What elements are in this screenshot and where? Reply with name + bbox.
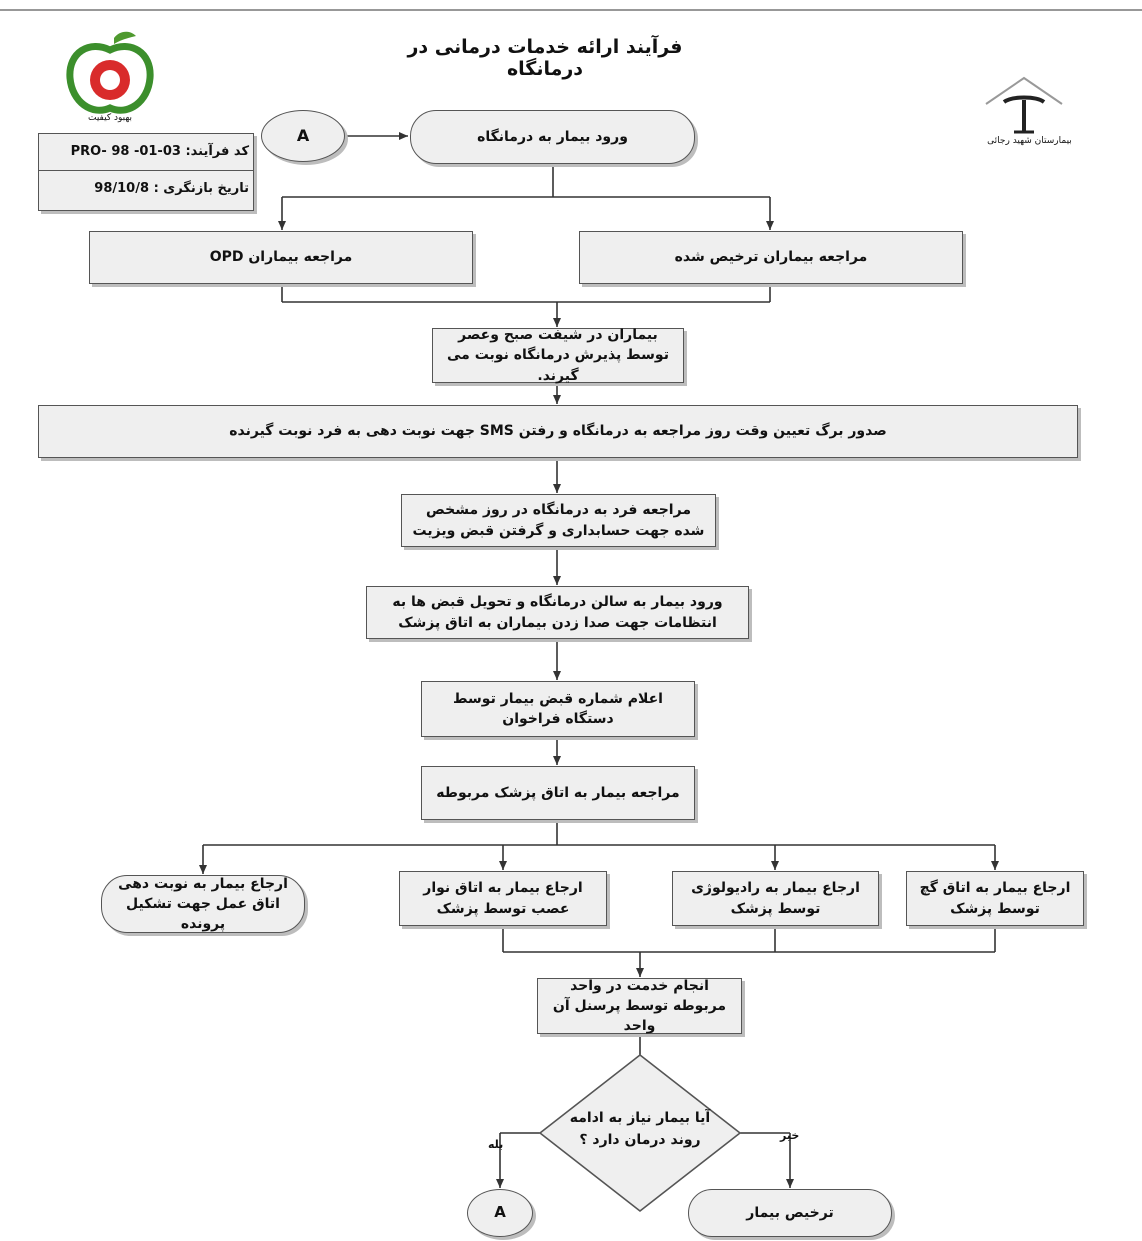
process-code-row: کد فرآیند: PRO- 98 -01-03 <box>71 144 249 159</box>
review-date-row: تاریخ بازنگری : 98/10/8 <box>94 181 249 196</box>
process-meta-table: کد فرآیند: PRO- 98 -01-03 تاریخ بازنگری … <box>38 133 254 211</box>
node-visit-day: مراجعه فرد به درمانگاه در روز مشخص شده ج… <box>401 494 716 547</box>
process-code-label: کد فرآیند: <box>185 144 249 159</box>
node-referral-nerve: ارجاع بیمار به اتاق نوار عصب توسط پزشک <box>399 871 607 926</box>
node-discharged-patients: مراجعه بیماران ترخیص شده <box>579 231 963 284</box>
process-code-value: PRO- 98 -01-03 <box>70 144 181 159</box>
node-referral-or: ارجاع بیمار به نوبت دهی اتاق عمل جهت تشک… <box>101 875 305 933</box>
node-service: انجام خدمت در واحد مربوطه توسط پرسنل آن … <box>537 978 742 1034</box>
node-issue-appointment: صدور برگ تعیین وقت روز مراجعه به درمانگا… <box>38 405 1078 458</box>
review-date-value: 98/10/8 <box>94 181 150 196</box>
page-title: فرآیند ارائه خدمات درمانی در درمانگاه <box>407 36 683 80</box>
node-opd-patients: مراجعه بیماران OPD <box>89 231 473 284</box>
review-date-label: تاریخ بازنگری : <box>153 181 249 196</box>
decision-yes-label: بله <box>488 1138 504 1151</box>
node-doctor-room: مراجعه بیمار به اتاق پزشک مربوطه <box>421 766 695 820</box>
hospital-emblem-icon <box>985 76 1063 134</box>
decision-question: آیا بیمار نیاز به ادامه روند درمان دارد … <box>569 1110 711 1148</box>
left-logo-caption: بهبود کیفیت <box>88 113 132 123</box>
node-referral-cast: ارجاع بیمار به اتاق گچ توسط پزشک <box>906 871 1084 926</box>
node-discharge: ترخیص بیمار <box>688 1189 892 1237</box>
apple-logo-icon <box>66 31 154 114</box>
node-shift-reception: بیماران در شیفت صبح وعصر توسط پذیرش درما… <box>432 327 684 384</box>
decision-no-label: خیر <box>780 1129 800 1142</box>
right-logo-caption: بیمارستان شهید رجائی <box>987 136 1072 146</box>
quality-logo <box>60 28 160 123</box>
decision-diamond <box>538 1053 742 1213</box>
node-hall-entry: ورود بیمار به سالن درمانگاه و تحویل قبض … <box>366 586 749 639</box>
node-referral-radiology: ارجاع بیمار به رادیولوژی توسط پزشک <box>672 871 879 926</box>
hospital-logo <box>978 70 1068 140</box>
node-entry: ورود بیمار به درمانگاه <box>410 110 695 164</box>
connector-a-top: A <box>261 110 345 162</box>
node-announce-number: اعلام شماره قبض بیمار توسط دستگاه فراخوا… <box>421 681 695 737</box>
meta-divider <box>39 170 253 171</box>
connector-a-bottom: A <box>467 1189 533 1237</box>
